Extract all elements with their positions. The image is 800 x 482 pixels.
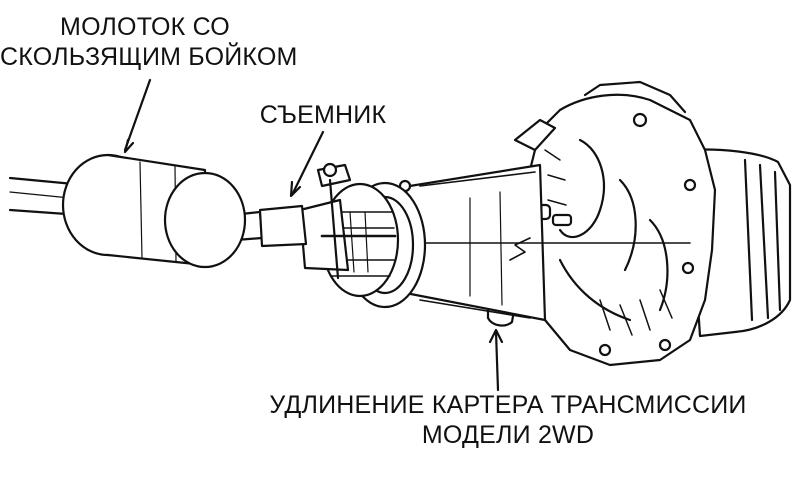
extension-label-line2: МОДЕЛИ 2WD — [421, 421, 595, 449]
arrow-extension — [488, 328, 504, 344]
slide-hammer-label: МОЛОТОК СО СКОЛЬЗЯЩИМ БОЙКОМ — [0, 12, 298, 72]
leader-puller — [290, 130, 325, 197]
arrow-puller — [289, 180, 302, 198]
puller-label: СЪЕМНИК — [248, 100, 398, 130]
puller-label-text: СЪЕМНИК — [259, 101, 387, 129]
puller-tool — [298, 162, 397, 280]
arrow-slide-hammer — [123, 138, 135, 154]
leader-slide-hammer — [123, 78, 152, 152]
transmission-housing — [486, 80, 792, 367]
puller-collar — [320, 181, 427, 309]
extension-housing-label: УДЛИНЕНИЕ КАРТЕРА ТРАНСМИССИИ МОДЕЛИ 2WD — [238, 390, 778, 450]
extension-label-line1: УДЛИНЕНИЕ КАРТЕРА ТРАНСМИССИИ — [269, 391, 747, 419]
leader-lines — [123, 78, 504, 392]
leader-extension — [494, 330, 500, 392]
slide-hammer-label-line2: СКОЛЬЗЯЩИМ БОЙКОМ — [0, 43, 298, 71]
slide-hammer-label-line1: МОЛОТОК СО — [60, 13, 230, 41]
slide-hammer — [8, 153, 247, 269]
